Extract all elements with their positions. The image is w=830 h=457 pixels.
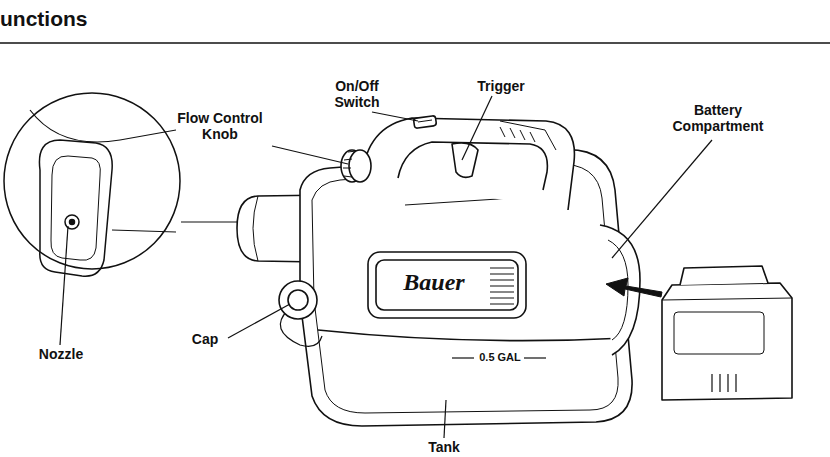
battery-rail: [680, 266, 768, 285]
logo-grille: [490, 268, 514, 304]
flow-knob-face: [349, 150, 371, 182]
leader-line: [60, 226, 68, 345]
capacity-dash: [524, 357, 546, 358]
insert-arrow: [606, 278, 662, 297]
detail-circle: [4, 93, 180, 269]
leader-line: [462, 96, 492, 160]
leader-line: [228, 304, 290, 338]
part-label: Battery Compartment: [670, 102, 766, 134]
detail-nozzle-outlet: [39, 140, 112, 276]
sprayer-body: [237, 116, 640, 426]
flow-knob-grip: [343, 151, 356, 177]
part-label: On/Off Switch: [322, 78, 392, 110]
logo-badge: [368, 252, 526, 318]
part-label: Flow Control Knob: [170, 110, 270, 142]
leader-lines: [60, 96, 712, 438]
leader-line: [444, 400, 446, 438]
trigger: [452, 143, 478, 177]
battery-pack: [662, 266, 792, 400]
brand-logo: Bauer: [380, 268, 488, 296]
detail-nozzle-inner: [51, 156, 100, 260]
part-label: Tank: [414, 439, 474, 455]
detail-nozzle-tip: [65, 215, 79, 229]
part-label: Cap: [180, 331, 230, 347]
cap-inner: [288, 290, 308, 310]
cap-outer: [279, 281, 317, 319]
part-label: Nozzle: [26, 346, 96, 362]
on-off-switch: [413, 116, 436, 129]
handle-grip: [500, 121, 556, 150]
detail-leader: [181, 221, 238, 222]
capacity-dash: [452, 357, 474, 358]
handle-inner: [398, 142, 547, 190]
handle-grip-ridges: [500, 127, 535, 142]
capacity-mark: 0.5 GAL: [470, 351, 530, 364]
tank-seam: [318, 330, 626, 341]
part-label: Trigger: [466, 78, 536, 94]
leader-line: [272, 146, 348, 164]
leader-line: [372, 112, 418, 121]
switch-ridge: [418, 120, 432, 122]
detail-tube-lower: [112, 230, 176, 232]
detail-tube-edge: [30, 110, 176, 142]
nozzle-rim: [253, 196, 258, 261]
battery-vents: [712, 374, 736, 392]
leader-line: [612, 140, 712, 258]
handle-outer: [362, 118, 574, 210]
logo-badge-inner: [376, 260, 518, 310]
detail-nozzle-hole: [70, 220, 75, 225]
battery-label-area: [674, 312, 764, 354]
housing-inner-edge: [312, 164, 618, 413]
battery-outline: [662, 283, 792, 400]
section-title: unctions: [0, 7, 88, 31]
battery-edge: [662, 298, 792, 300]
title-rule: [0, 42, 830, 44]
